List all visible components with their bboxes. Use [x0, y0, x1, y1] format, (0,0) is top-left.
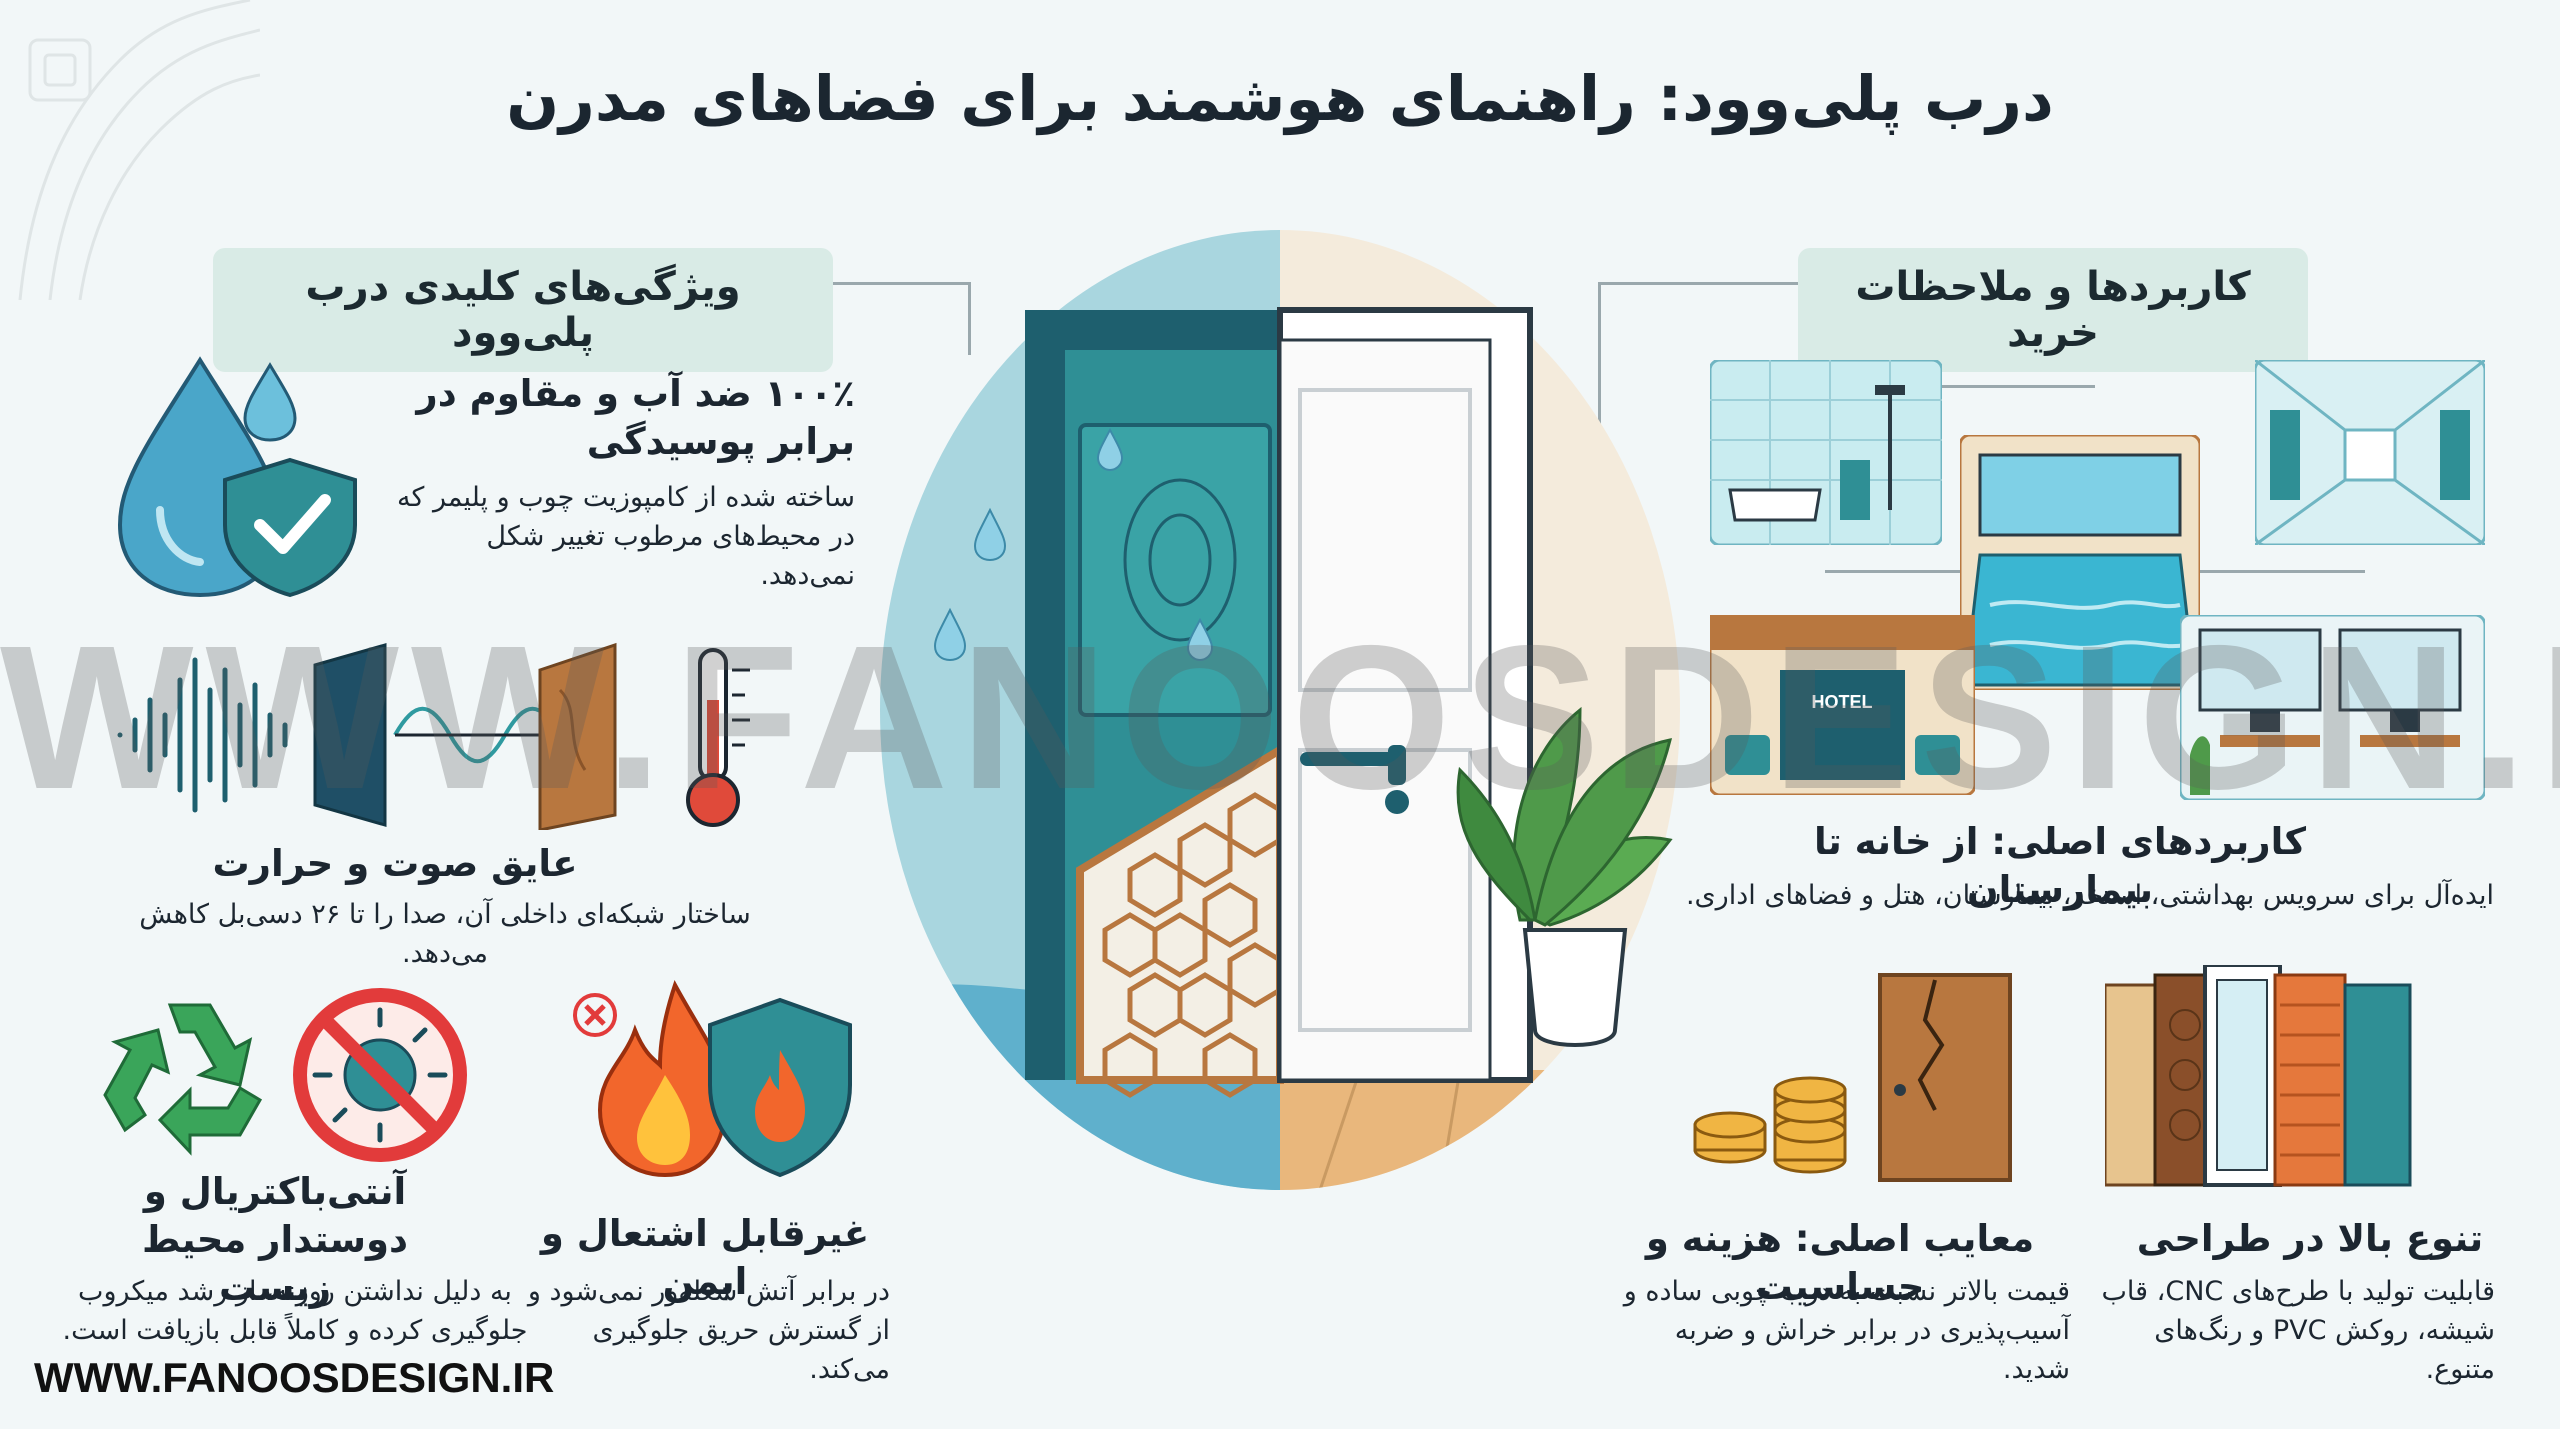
waterproof-title: ۱۰۰٪ ضد آب و مقاوم در برابر پوسیدگی — [416, 372, 855, 464]
antibacterial-icon — [293, 988, 467, 1162]
hotel-sign: HOTEL — [1812, 692, 1873, 712]
insulation-desc: ساختار شبکه‌ای داخلی آن، صدا را تا ۲۶ دس… — [139, 899, 751, 970]
coins-cracked-door-icon — [1693, 973, 2012, 1182]
fireproof-desc: در برابر آتش شعله‌ور نمی‌شود و از گسترش … — [527, 1276, 890, 1386]
uses-desc: ایده‌آل برای سرویس بهداشتی، استخر، بیمار… — [1685, 880, 2495, 911]
page-title: درب پلی‌وود: راهنمای هوشمند برای فضاهای … — [506, 62, 2054, 135]
features-heading: ویژگی‌های کلیدی درب پلی‌وود — [213, 248, 833, 372]
door-illustration — [880, 230, 1680, 1190]
recycle-icon — [103, 1003, 263, 1156]
water-drop-shield-icon — [117, 356, 357, 598]
fire-shield-icon — [573, 980, 852, 1178]
door-samples-icon — [2105, 965, 2412, 1187]
antibacterial-title: آنتی‌باکتریال و دوستدار محیط زیست — [141, 1170, 408, 1310]
connector-line — [1598, 282, 1801, 455]
variety-desc: قابلیت تولید با طرح‌های CNC، قاب شیشه، ر… — [2101, 1276, 2495, 1386]
connector-line — [1825, 385, 2095, 388]
pool-scene — [1960, 435, 2200, 690]
waterproof-desc: ساخته شده از کامپوزیت چوب و پلیمر که در … — [397, 482, 855, 592]
insulation-title: عایق صوت و حرارت — [212, 842, 578, 885]
connector-line — [808, 282, 971, 355]
antibacterial-desc: به دلیل نداشتن روزنه، از رشد میکروب جلوگ… — [62, 1276, 528, 1347]
footer-url: WWW.FANOOSDESIGN.IR — [34, 1354, 555, 1401]
applications-heading: کاربردها و ملاحظات خرید — [1798, 248, 2308, 372]
hotel-lobby-scene: HOTEL — [1710, 615, 1975, 795]
office-scene — [2180, 615, 2485, 800]
bathroom-scene — [1710, 360, 1942, 545]
sound-wave-icon — [117, 642, 750, 830]
decorative-pattern — [18, 0, 260, 300]
cons-desc: قیمت بالاتر نسبت به درب چوبی ساده و آسیب… — [1623, 1276, 2070, 1386]
variety-title: تنوع بالا در طراحی — [2136, 1217, 2484, 1260]
cons-title: معایب اصلی: هزینه و حساسیت — [1645, 1217, 2035, 1309]
uses-title: کاربردهای اصلی: از خانه تا بیمارستان — [1813, 820, 2307, 912]
fireproof-title: غیرقابل اشتعال و ایمن — [540, 1212, 870, 1304]
hospital-corridor-scene — [2255, 360, 2485, 545]
